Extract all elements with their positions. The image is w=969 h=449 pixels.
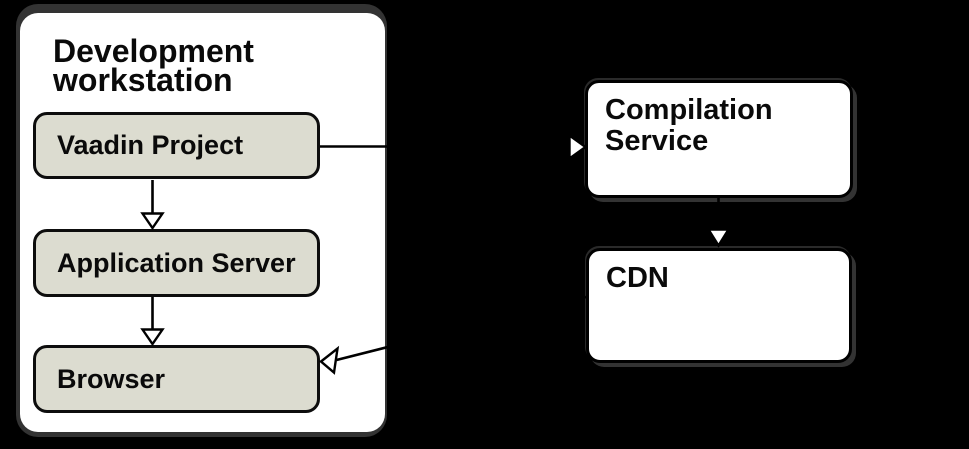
node-cdn: CDN xyxy=(586,248,852,363)
node-vaadin-project-label: Vaadin Project xyxy=(57,130,244,160)
node-application-server: Application Server xyxy=(33,229,320,297)
node-vaadin-project: Vaadin Project xyxy=(33,112,320,179)
node-cdn-label: CDN xyxy=(606,262,669,294)
node-browser-label: Browser xyxy=(57,363,166,394)
node-compilation-service-label: Compilation Service xyxy=(605,94,773,157)
node-browser: Browser xyxy=(33,345,320,413)
node-compilation-service: Compilation Service xyxy=(585,80,853,198)
edge-compilation-to-cdn-arrowhead-icon xyxy=(706,228,731,248)
edge-vaadin-to-compilation-arrowhead-icon xyxy=(568,133,588,161)
node-application-server-label: Application Server xyxy=(57,247,296,278)
workstation-title: Development workstation xyxy=(53,33,254,98)
